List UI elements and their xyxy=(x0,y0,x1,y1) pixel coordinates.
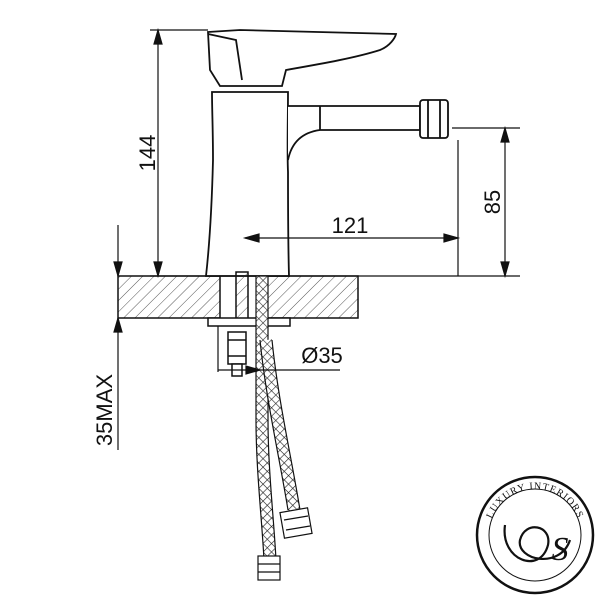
dimension-reach xyxy=(242,233,461,243)
flexible-hose-right xyxy=(259,339,313,539)
logo-monogram-swirl-icon xyxy=(503,524,572,563)
dimension-height xyxy=(150,27,360,279)
logo-monogram: S xyxy=(552,531,569,568)
dimension-deck-thickness xyxy=(113,225,123,450)
dimension-diameter xyxy=(217,326,340,375)
label-deck-35max: 35MAX xyxy=(92,374,117,446)
flexible-hose-left xyxy=(255,276,281,581)
dimension-spout-height xyxy=(360,125,520,279)
brand-logo: LUXURY INTERIORS S xyxy=(475,475,595,595)
label-spout-height-85: 85 xyxy=(480,190,505,214)
label-reach-121: 121 xyxy=(332,213,369,238)
label-diameter-35: Ø35 xyxy=(301,343,343,368)
mixer-body xyxy=(204,29,449,277)
label-height-144: 144 xyxy=(135,135,160,172)
